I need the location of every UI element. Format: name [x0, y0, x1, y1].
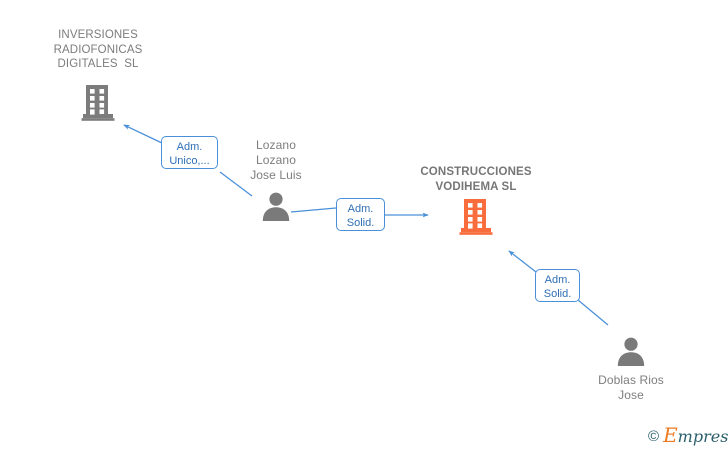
person-icon — [616, 336, 646, 371]
building-icon — [79, 83, 117, 128]
node-doblas-rios-jose[interactable]: Doblas Rios Jose — [585, 336, 677, 408]
watermark-brand: Empresia — [663, 425, 728, 446]
node-construcciones-vodihema-sl[interactable]: CONSTRUCCIONES VODIHEMA SL — [412, 165, 540, 240]
node-lozano-lozano-jose-luis[interactable]: Lozano Lozano Jose Luis — [230, 138, 322, 223]
edge-label-adm-solid-right[interactable]: Adm. Solid. — [535, 269, 580, 302]
building-icon — [457, 197, 495, 242]
edge-label-adm-solid-center[interactable]: Adm. Solid. — [336, 198, 385, 231]
node-inversiones-radiofonicas-digitales-sl[interactable]: INVERSIONES RADIOFONICAS DIGITALES SL — [38, 28, 158, 121]
node-label-lozano: Lozano Lozano Jose Luis — [250, 138, 302, 182]
edge-label-adm-unico[interactable]: Adm. Unico,... — [161, 136, 218, 169]
watermark-brand-rest: mpresia — [677, 427, 728, 446]
node-label-inversiones: INVERSIONES RADIOFONICAS DIGITALES SL — [53, 29, 143, 70]
watermark-brand-initial: E — [663, 423, 678, 447]
person-icon — [261, 191, 291, 226]
watermark-empresia: © Empresia — [648, 425, 728, 446]
copyright-icon: © — [648, 427, 660, 445]
node-label-doblas: Doblas Rios Jose — [598, 373, 664, 402]
node-label-vodihema: CONSTRUCCIONES VODIHEMA SL — [420, 166, 532, 193]
